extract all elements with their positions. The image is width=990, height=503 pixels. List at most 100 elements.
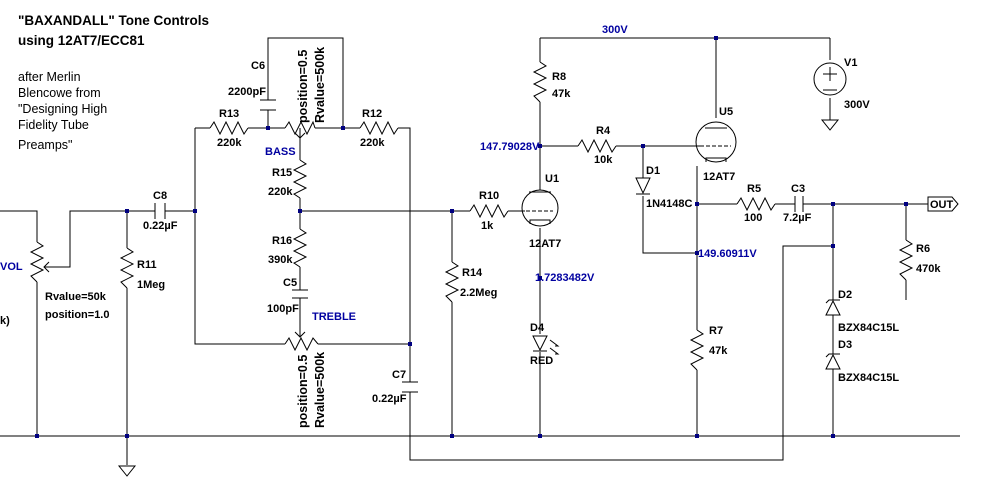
junctions [35, 36, 908, 438]
svg-text:R4: R4 [596, 125, 611, 137]
potentiometer-vol [29, 241, 58, 283]
svg-text:V1: V1 [844, 57, 857, 69]
resistor-r11 [119, 247, 135, 289]
svg-text:Rvalue=500k: Rvalue=500k [313, 352, 327, 428]
svg-text:RED: RED [530, 355, 553, 367]
svg-text:R5: R5 [747, 183, 761, 195]
resistor-r15 [292, 159, 308, 199]
treble-label: TREBLE [312, 311, 356, 323]
svg-text:1k: 1k [481, 220, 494, 232]
voltage-plate-u1: 147.79028V [480, 141, 540, 153]
svg-text:2.2Meg: 2.2Meg [460, 287, 497, 299]
tube-u1 [521, 189, 559, 227]
output-label: OUT [930, 199, 954, 211]
output-port: OUT [927, 196, 959, 212]
svg-text:Rvalue=50k: Rvalue=50k [45, 291, 107, 303]
svg-text:U1: U1 [545, 173, 559, 185]
vol-label: VOL [0, 261, 23, 273]
svg-text:k): k) [0, 315, 10, 327]
svg-text:position=1.0: position=1.0 [45, 309, 110, 321]
svg-text:D4: D4 [530, 322, 545, 334]
potentiometer-treble [284, 311, 319, 352]
svg-text:1N4148C: 1N4148C [646, 198, 693, 210]
resistor-r6 [898, 239, 914, 281]
svg-text:220k: 220k [268, 186, 293, 198]
svg-text:470k: 470k [916, 263, 941, 275]
svg-text:390k: 390k [268, 254, 293, 266]
capacitor-c6 [260, 99, 276, 111]
title-line-2: using 12AT7/ECC81 [18, 33, 145, 48]
diode-d4-led [532, 335, 560, 355]
svg-text:R8: R8 [552, 71, 566, 83]
svg-text:47k: 47k [552, 88, 571, 100]
credit-line-2: Blencowe from [18, 86, 101, 100]
svg-text:R12: R12 [362, 108, 382, 120]
svg-text:position=0.5: position=0.5 [296, 50, 310, 123]
resistor-r14 [444, 261, 460, 303]
svg-text:47k: 47k [709, 345, 728, 357]
svg-text:220k: 220k [360, 137, 385, 149]
svg-text:BZX84C15L: BZX84C15L [838, 322, 899, 334]
svg-text:C7: C7 [392, 369, 406, 381]
svg-text:R14: R14 [462, 267, 483, 279]
svg-text:C5: C5 [283, 277, 297, 289]
resistor-r4 [577, 138, 617, 154]
svg-text:D3: D3 [838, 339, 852, 351]
resistor-r10 [469, 203, 509, 219]
svg-text:1Meg: 1Meg [137, 279, 165, 291]
svg-text:C8: C8 [153, 190, 167, 202]
svg-text:U5: U5 [719, 106, 733, 118]
title-line-1: "BAXANDALL" Tone Controls [18, 13, 209, 28]
svg-text:BZX84C15L: BZX84C15L [838, 372, 899, 384]
credit-line-3: "Designing High [18, 102, 107, 116]
svg-text:2200pF: 2200pF [228, 86, 266, 98]
zener-d3 [825, 353, 841, 384]
credit-line-1: after Merlin [18, 70, 81, 84]
resistor-r13 [209, 120, 249, 136]
ground-symbol-v1 [820, 119, 840, 131]
resistor-r12 [359, 120, 399, 136]
svg-text:R10: R10 [479, 190, 499, 202]
ground-symbol-left [117, 465, 137, 477]
voltage-source-v1 [813, 62, 847, 96]
svg-text:0.22µF: 0.22µF [372, 393, 407, 405]
svg-text:R16: R16 [272, 235, 292, 247]
resistor-r16 [292, 228, 308, 268]
potentiometer-bass [284, 120, 316, 139]
svg-text:R11: R11 [137, 259, 157, 271]
capacitors [154, 99, 804, 393]
svg-text:R15: R15 [272, 167, 292, 179]
svg-text:300V: 300V [844, 99, 870, 111]
capacitor-c3 [794, 196, 804, 212]
resistors [119, 61, 914, 371]
svg-text:220k: 220k [217, 137, 242, 149]
voltage-cathode-u5: 149.60911V [698, 248, 757, 260]
svg-text:C3: C3 [791, 183, 805, 195]
svg-text:12AT7: 12AT7 [529, 238, 561, 250]
svg-text:R7: R7 [709, 325, 723, 337]
diode-d1 [635, 177, 651, 195]
tube-u5 [695, 121, 737, 163]
svg-text:D2: D2 [838, 289, 852, 301]
svg-text:R13: R13 [219, 108, 239, 120]
resistor-r8 [532, 61, 548, 103]
svg-text:100pF: 100pF [267, 303, 299, 315]
net-label-300v: 300V [602, 24, 628, 36]
capacitor-c8 [154, 203, 166, 219]
svg-text:12AT7: 12AT7 [703, 171, 735, 183]
bass-label: BASS [265, 146, 296, 158]
svg-text:Rvalue=500k: Rvalue=500k [313, 47, 327, 123]
svg-text:D1: D1 [646, 165, 660, 177]
svg-text:position=0.5: position=0.5 [296, 355, 310, 428]
wires [0, 37, 960, 465]
svg-text:100: 100 [744, 212, 762, 224]
voltage-cathode-u1: 1.7283482V [535, 272, 595, 284]
capacitor-c7 [402, 381, 418, 393]
svg-text:10k: 10k [594, 154, 613, 166]
labels: V1 300V R8 47k R4 10k U5 12AT7 D1 1N4148… [0, 47, 941, 428]
svg-text:C6: C6 [251, 60, 265, 72]
svg-text:7.2µF: 7.2µF [783, 212, 812, 224]
credit-line-5: Preamps" [18, 138, 72, 152]
svg-text:R6: R6 [916, 243, 930, 255]
